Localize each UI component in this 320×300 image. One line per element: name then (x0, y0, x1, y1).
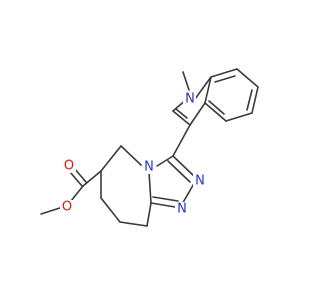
bond-ester-c-oester (70, 185, 84, 202)
atom-n-triazole-upper: N (195, 174, 205, 189)
bond-indole-c3a-c3 (189, 102, 206, 126)
bond-azepane-c8-c9 (119, 221, 148, 227)
mask-n-triazole-fused (142, 160, 155, 174)
atom-labels: N N N N O O (60, 92, 206, 217)
bond-ester-c-o-double-a (69, 171, 83, 187)
molecule-structure-diagram: N N N N O O (40, 68, 259, 227)
bond-benzo-4-double (246, 89, 253, 111)
bond-benzo-1 (204, 76, 212, 104)
bond-benzo-5 (225, 112, 253, 122)
bond-indole-triazole-link (172, 124, 191, 157)
bond-azepane-c7-c8 (100, 197, 121, 223)
bond-benzo-6-double (208, 100, 225, 115)
atom-o-carbonyl: O (64, 159, 74, 174)
atom-o-ester: O (62, 200, 72, 215)
bond-azepane-c9-c9a (146, 202, 152, 227)
bond-azepane-c5-c6 (100, 145, 122, 172)
bond-azepane-n4-c5 (120, 145, 142, 166)
atom-n-triazole-fused: N (144, 160, 154, 175)
mask-n-triazole-lower (175, 202, 188, 216)
bond-ester-o-methyl (40, 206, 64, 215)
bond-benzo-4 (251, 86, 259, 114)
bond-triazole-c3-n2 (172, 155, 197, 179)
mask-o-carbonyl (62, 159, 76, 173)
bond-indole-c7a-n1 (194, 76, 212, 100)
bond-indole-c3-c2-double (175, 108, 188, 119)
atom-n-indole: N (185, 92, 195, 107)
bond-triazole-n1-c9a-double (152, 196, 179, 202)
bond-benzo-2-double (214, 75, 236, 83)
bond-n-methyl (182, 71, 190, 91)
bond-benzo-2 (210, 68, 238, 78)
bond-benzo-3 (236, 68, 259, 88)
bond-triazole-c9a-n4 (148, 171, 152, 204)
bond-triazole-n4-c3 (156, 155, 174, 167)
mask-o-ester (60, 200, 74, 214)
bond-triazole-c3-n2-double (167, 160, 191, 183)
bond-ester-c7-ccarbonyl (82, 170, 102, 187)
atom-n-triazole-lower: N (177, 202, 187, 217)
bond-indole-c3-c2 (172, 110, 191, 126)
mask-n-triazole-upper (193, 174, 206, 188)
mask-n-indole (183, 92, 196, 106)
bond-benzo-6 (204, 102, 227, 122)
